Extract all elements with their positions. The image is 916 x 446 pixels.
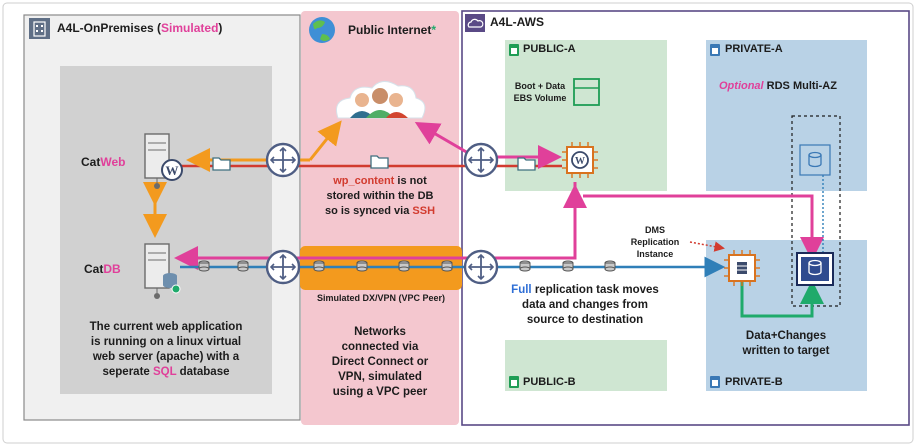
lock-icon xyxy=(710,44,720,56)
ec2-chip-icon xyxy=(724,250,760,286)
public-b-subnet xyxy=(505,340,667,391)
data-changes-note: Data+Changes written to target xyxy=(742,330,830,357)
router-to-users-arrow xyxy=(308,120,342,161)
database-icon xyxy=(356,260,368,272)
database-icon xyxy=(441,260,453,272)
wp-content-note: wp_content is not stored within the DB s… xyxy=(324,175,436,217)
dx-vpn-label: Simulated DX/VPN (VPC Peer) xyxy=(316,293,446,303)
router-icon xyxy=(265,249,301,285)
database-icon xyxy=(519,260,531,272)
building-icon xyxy=(29,18,50,39)
multi-az-box xyxy=(791,115,841,307)
database-icon xyxy=(398,260,410,272)
folder-icon xyxy=(370,155,389,169)
database-icon xyxy=(198,260,210,272)
database-icon xyxy=(604,260,616,272)
catweb-label: CatWeb xyxy=(81,155,126,169)
full-replication-note: Full replication task moves data and cha… xyxy=(511,284,659,326)
router-icon xyxy=(265,142,301,178)
private-a-title: PRIVATE-A xyxy=(725,43,783,55)
ebs-volume-icon xyxy=(573,78,600,106)
wordpress-icon: W xyxy=(161,159,183,181)
public-a-title: PUBLIC-A xyxy=(523,43,576,55)
router-icon xyxy=(463,142,499,178)
ec2-chip-icon: W xyxy=(562,142,598,178)
rds-icon xyxy=(799,144,831,176)
catdb-label: CatDB xyxy=(84,262,121,276)
users-cloud-icon xyxy=(336,81,426,119)
users-arrow-pink xyxy=(414,121,476,159)
database-icon xyxy=(313,260,325,272)
folder-icon xyxy=(212,157,231,171)
database-icon xyxy=(237,260,249,272)
lock-icon xyxy=(509,44,519,56)
database-icon xyxy=(562,260,574,272)
globe-icon xyxy=(309,17,335,43)
lock-icon xyxy=(509,376,519,388)
dms-to-rds-arrow xyxy=(740,280,824,318)
public-b-title: PUBLIC-B xyxy=(523,376,576,388)
ec2-to-rds-arrow xyxy=(583,194,824,261)
onprem-description: The current web application is running o… xyxy=(89,321,243,378)
svg-text:W: W xyxy=(575,156,585,167)
private-b-title: PRIVATE-B xyxy=(725,376,783,388)
networks-note: Networks connected via Direct Connect or… xyxy=(331,326,429,398)
private-a-subnet xyxy=(706,40,867,191)
lock-icon xyxy=(710,376,720,388)
cloud-icon xyxy=(465,14,485,32)
router-icon xyxy=(463,249,499,285)
internet-title: Public Internet* xyxy=(348,23,437,37)
aws-title: A4L-AWS xyxy=(490,15,544,29)
rds-multi-az-label: Optional RDS Multi-AZ xyxy=(719,80,837,92)
onprem-title: A4L-OnPremises (Simulated) xyxy=(57,21,223,35)
dms-pointer xyxy=(689,241,725,252)
svg-text:W: W xyxy=(166,163,179,178)
database-icon xyxy=(163,273,181,294)
folder-icon xyxy=(517,157,536,171)
rds-icon xyxy=(796,252,834,286)
